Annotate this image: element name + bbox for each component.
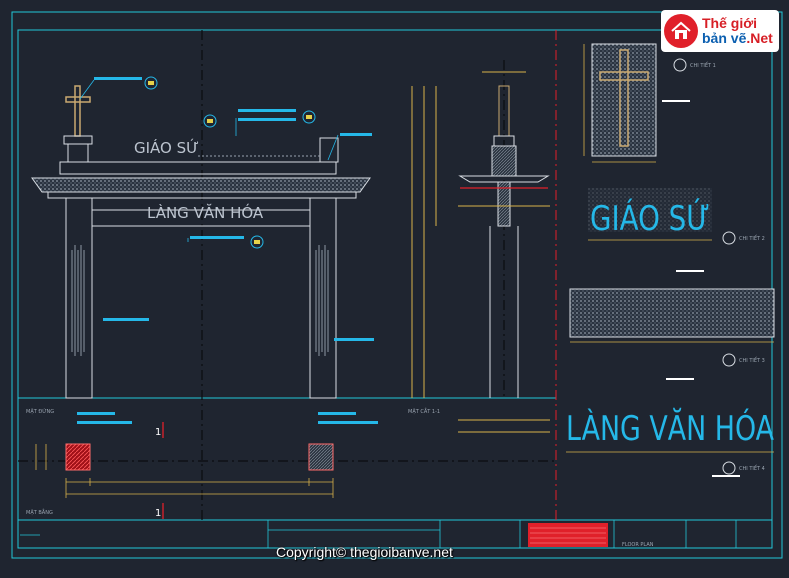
- logo-line-2: bản vẽ.Net: [702, 31, 773, 46]
- house-icon: [664, 14, 698, 48]
- logo-line-2-main: bản vẽ: [702, 30, 747, 46]
- detail-4-text: LÀNG VĂN HÓA: [566, 408, 774, 449]
- detail-1-panel: [591, 43, 657, 157]
- section-mark-bottom: 1: [155, 508, 161, 519]
- copyright-watermark: Copyright© thegioibanve.net: [276, 544, 453, 560]
- sign-top-text: GIÁO SỨ: [134, 138, 199, 157]
- gate-elevation: [31, 85, 371, 399]
- site-logo[interactable]: Thế giới bản vẽ.Net: [661, 10, 779, 52]
- floor-plan-label: FLOOR PLAN: [622, 542, 654, 548]
- title-block: [20, 520, 737, 548]
- detail-2-text: GIÁO SỨ: [590, 198, 710, 239]
- detail-1-label: CHI TIẾT 1: [690, 61, 716, 69]
- logo-line-1: Thế giới: [702, 15, 758, 31]
- logo-line-2-suffix: .Net: [746, 30, 773, 46]
- section-mark-top: 1: [155, 427, 161, 438]
- sign-main-text: LÀNG VĂN HÓA: [147, 203, 264, 222]
- plan-column-right: [308, 443, 334, 471]
- annotation-bars: [77, 77, 378, 424]
- section-label: MẶT CẮT 1-1: [408, 407, 440, 415]
- detail-4-label: CHI TIẾT 4: [739, 464, 765, 472]
- outer-frame: [11, 11, 783, 559]
- tag-bubbles: [144, 76, 316, 249]
- title-block-stamp: [528, 523, 608, 547]
- plan-label-top: MẶT ĐỨNG: [26, 408, 54, 415]
- section-view: [411, 71, 550, 433]
- detail-3-label: CHI TIẾT 3: [739, 356, 765, 364]
- plan-column-left: [65, 443, 91, 471]
- logo-text: Thế giới bản vẽ.Net: [702, 16, 773, 46]
- detail-3-panel: [569, 288, 775, 338]
- plan-label-bottom: MẶT BẰNG: [26, 508, 53, 516]
- detail-2-label: CHI TIẾT 2: [739, 234, 765, 242]
